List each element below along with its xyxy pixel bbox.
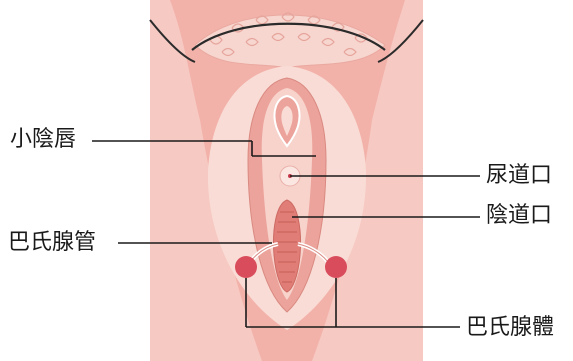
label-urethral-opening: 尿道口 bbox=[486, 163, 552, 189]
label-bartholin-duct: 巴氏腺管 bbox=[8, 230, 96, 256]
label-bartholin-gland: 巴氏腺體 bbox=[466, 315, 554, 341]
bartholin-gland-right bbox=[325, 256, 347, 278]
label-labia-minora: 小陰唇 bbox=[10, 127, 76, 153]
label-vaginal-opening: 陰道口 bbox=[486, 203, 552, 229]
bartholin-gland-left bbox=[235, 256, 257, 278]
